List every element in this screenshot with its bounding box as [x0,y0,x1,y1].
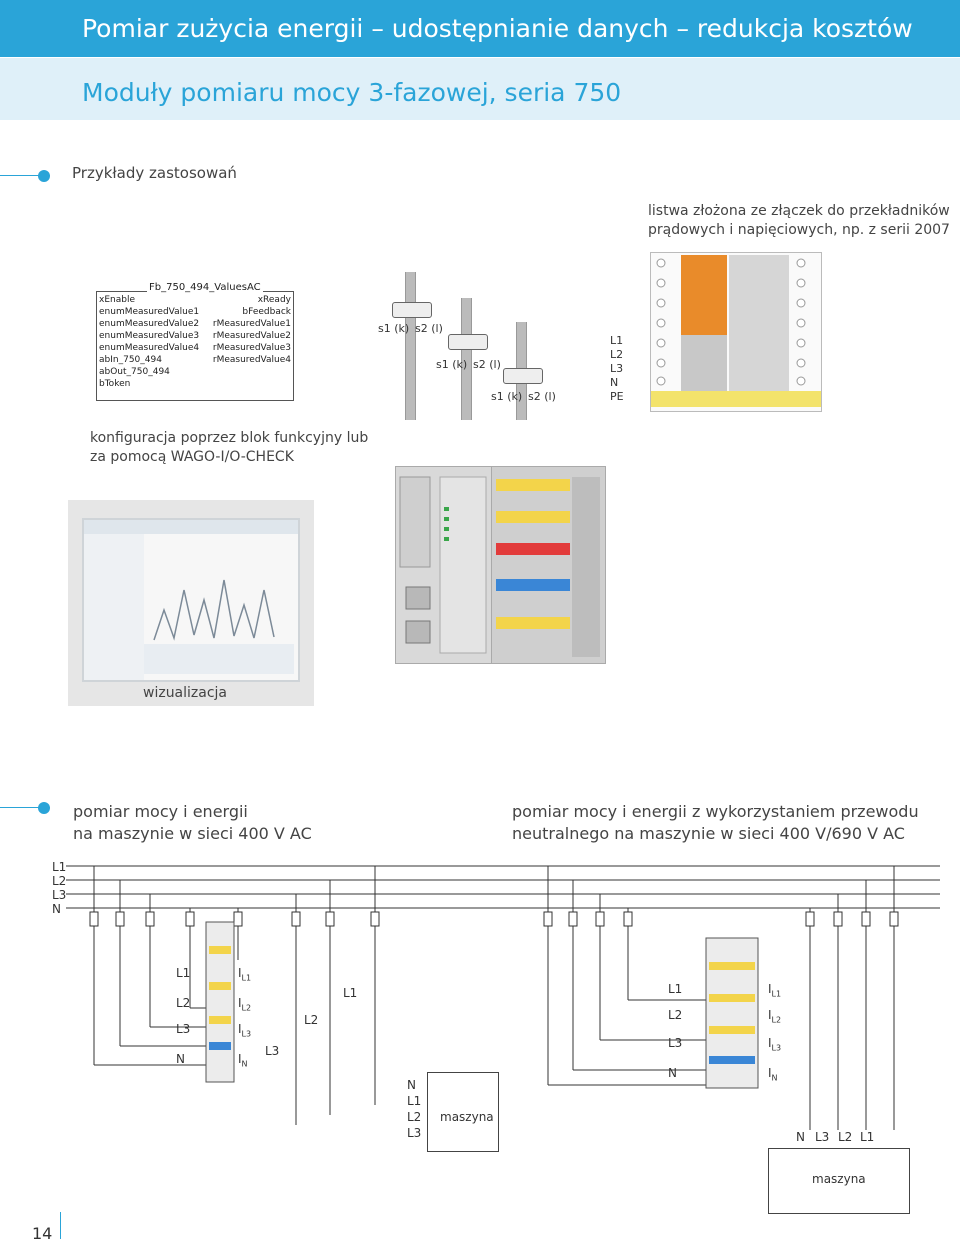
right-machine-label: maszyna [812,1172,866,1186]
fb-input: abIn_750_494 [99,355,162,365]
left-coil-label: L3 [265,1044,280,1058]
page-subtitle: Moduły pomiaru mocy 3-fazowej, seria 750 [82,78,622,107]
fieldbus-controller [395,466,493,664]
bus-label: L3 [52,888,67,902]
ct2-s1-label: s1 (k) [436,358,468,371]
terminal-strip-graphic [651,255,821,407]
current-transformer-1 [392,302,432,318]
phase-label: PE [610,390,624,403]
terminal-strip-photo [650,252,822,412]
fb-input: xEnable [99,295,135,305]
right-current-label: IL2 [768,1008,782,1025]
phase-label: N [610,376,619,389]
ct2-s2-label: s2 (l) [473,358,501,371]
fb-output: rMeasuredValue3 [212,343,291,353]
page-title: Pomiar zużycia energii – udostępnianie d… [82,14,913,43]
visualization-screen [82,518,300,682]
header-band [0,0,960,57]
left-caption-line1: pomiar mocy i energii [73,802,248,821]
fb-output: rMeasuredValue1 [212,319,291,329]
right-phase-label: L1 [668,982,683,996]
left-machine-terminal: L1 [407,1094,422,1108]
left-machine-terminal: L2 [407,1110,422,1124]
section-bullet [38,802,50,814]
right-machine-terminal: L2 [838,1130,853,1144]
left-current-label: IL1 [238,966,252,983]
ct1-s2-label: s2 (l) [415,322,443,335]
right-phase-label: L2 [668,1008,683,1022]
controller-graphic [399,476,487,654]
current-transformer-2 [448,334,488,350]
left-phase-label: N [176,1052,185,1066]
config-caption-line2: za pomocą WAGO-I/O-CHECK [90,449,294,465]
left-machine-label: maszyna [440,1110,494,1124]
right-machine-terminal: L1 [860,1130,875,1144]
right-machine-terminal: L3 [815,1130,830,1144]
fb-input: enumMeasuredValue2 [99,319,200,329]
right-current-label: IL1 [768,982,782,999]
fb-input: enumMeasuredValue1 [99,307,200,317]
section-rule [0,807,45,808]
fb-input: enumMeasuredValue4 [99,343,200,353]
left-machine-box [427,1072,499,1152]
io-modules [491,466,606,664]
function-block: Fb_750_494_ValuesAC xEnable enumMeasured… [96,282,294,401]
right-phase-label: L3 [668,1036,683,1050]
right-caption-line1: pomiar mocy i energii z wykorzystaniem p… [512,802,919,821]
visualization-caption: wizualizacja [143,685,228,701]
fb-input: abOut_750_494 [99,367,170,377]
right-caption-line2: neutralnego na maszynie w sieci 400 V/69… [512,824,905,843]
ct3-s2-label: s2 (l) [528,390,556,403]
section-bullet [38,170,50,182]
section-rule [0,175,45,176]
left-current-label: IL2 [238,996,252,1013]
fb-output: rMeasuredValue2 [212,331,291,341]
ct1-s1-label: s1 (k) [378,322,410,335]
left-caption-line2: na maszynie w sieci 400 V AC [73,824,312,843]
phase-label: L1 [610,334,624,347]
modules-graphic [496,477,600,657]
bus-label: L2 [52,874,67,888]
phase-label: L3 [610,362,624,375]
fb-output: xReady [257,295,291,305]
right-phase-label: N [668,1066,677,1080]
fb-output: bFeedback [242,307,291,317]
left-phase-label: L2 [176,996,191,1010]
phase-label: L2 [610,348,624,361]
left-machine-terminal: N [407,1078,416,1092]
right-current-label: IL3 [768,1036,782,1053]
left-machine-terminal: L3 [407,1126,422,1140]
current-transformer-3 [503,368,543,384]
fb-input: bToken [99,379,131,389]
left-coil-label: L2 [304,1013,319,1027]
left-phase-label: L1 [176,966,191,980]
page-divider [60,1212,61,1239]
strip-caption-line2: prądowych i napięciowych, np. z serii 20… [648,222,950,238]
strip-caption-line1: listwa złożona ze złączek do przekładnik… [648,203,950,219]
left-current-label: IN [238,1052,248,1069]
screen-graphic [84,520,298,680]
conductor-l2 [461,298,472,420]
left-coil-label: L1 [343,986,358,1000]
left-phase-label: L3 [176,1022,191,1036]
section-heading: Przykłady zastosowań [72,164,237,182]
fb-input: enumMeasuredValue3 [99,331,200,341]
subheader-band [0,58,960,120]
fb-output: rMeasuredValue4 [212,355,291,365]
right-machine-terminal: N [796,1130,805,1144]
right-current-label: IN [768,1066,778,1083]
bus-label: L1 [52,860,67,874]
ct3-s1-label: s1 (k) [491,390,523,403]
function-block-title: Fb_750_494_ValuesAC [147,282,263,293]
page-number: 14 [32,1224,53,1243]
bus-label: N [52,902,61,916]
left-current-label: IL3 [238,1022,252,1039]
config-caption-line1: konfiguracja poprzez blok funkcyjny lub [90,430,369,446]
right-machine-box [768,1148,910,1214]
conductor-l1 [405,272,416,420]
